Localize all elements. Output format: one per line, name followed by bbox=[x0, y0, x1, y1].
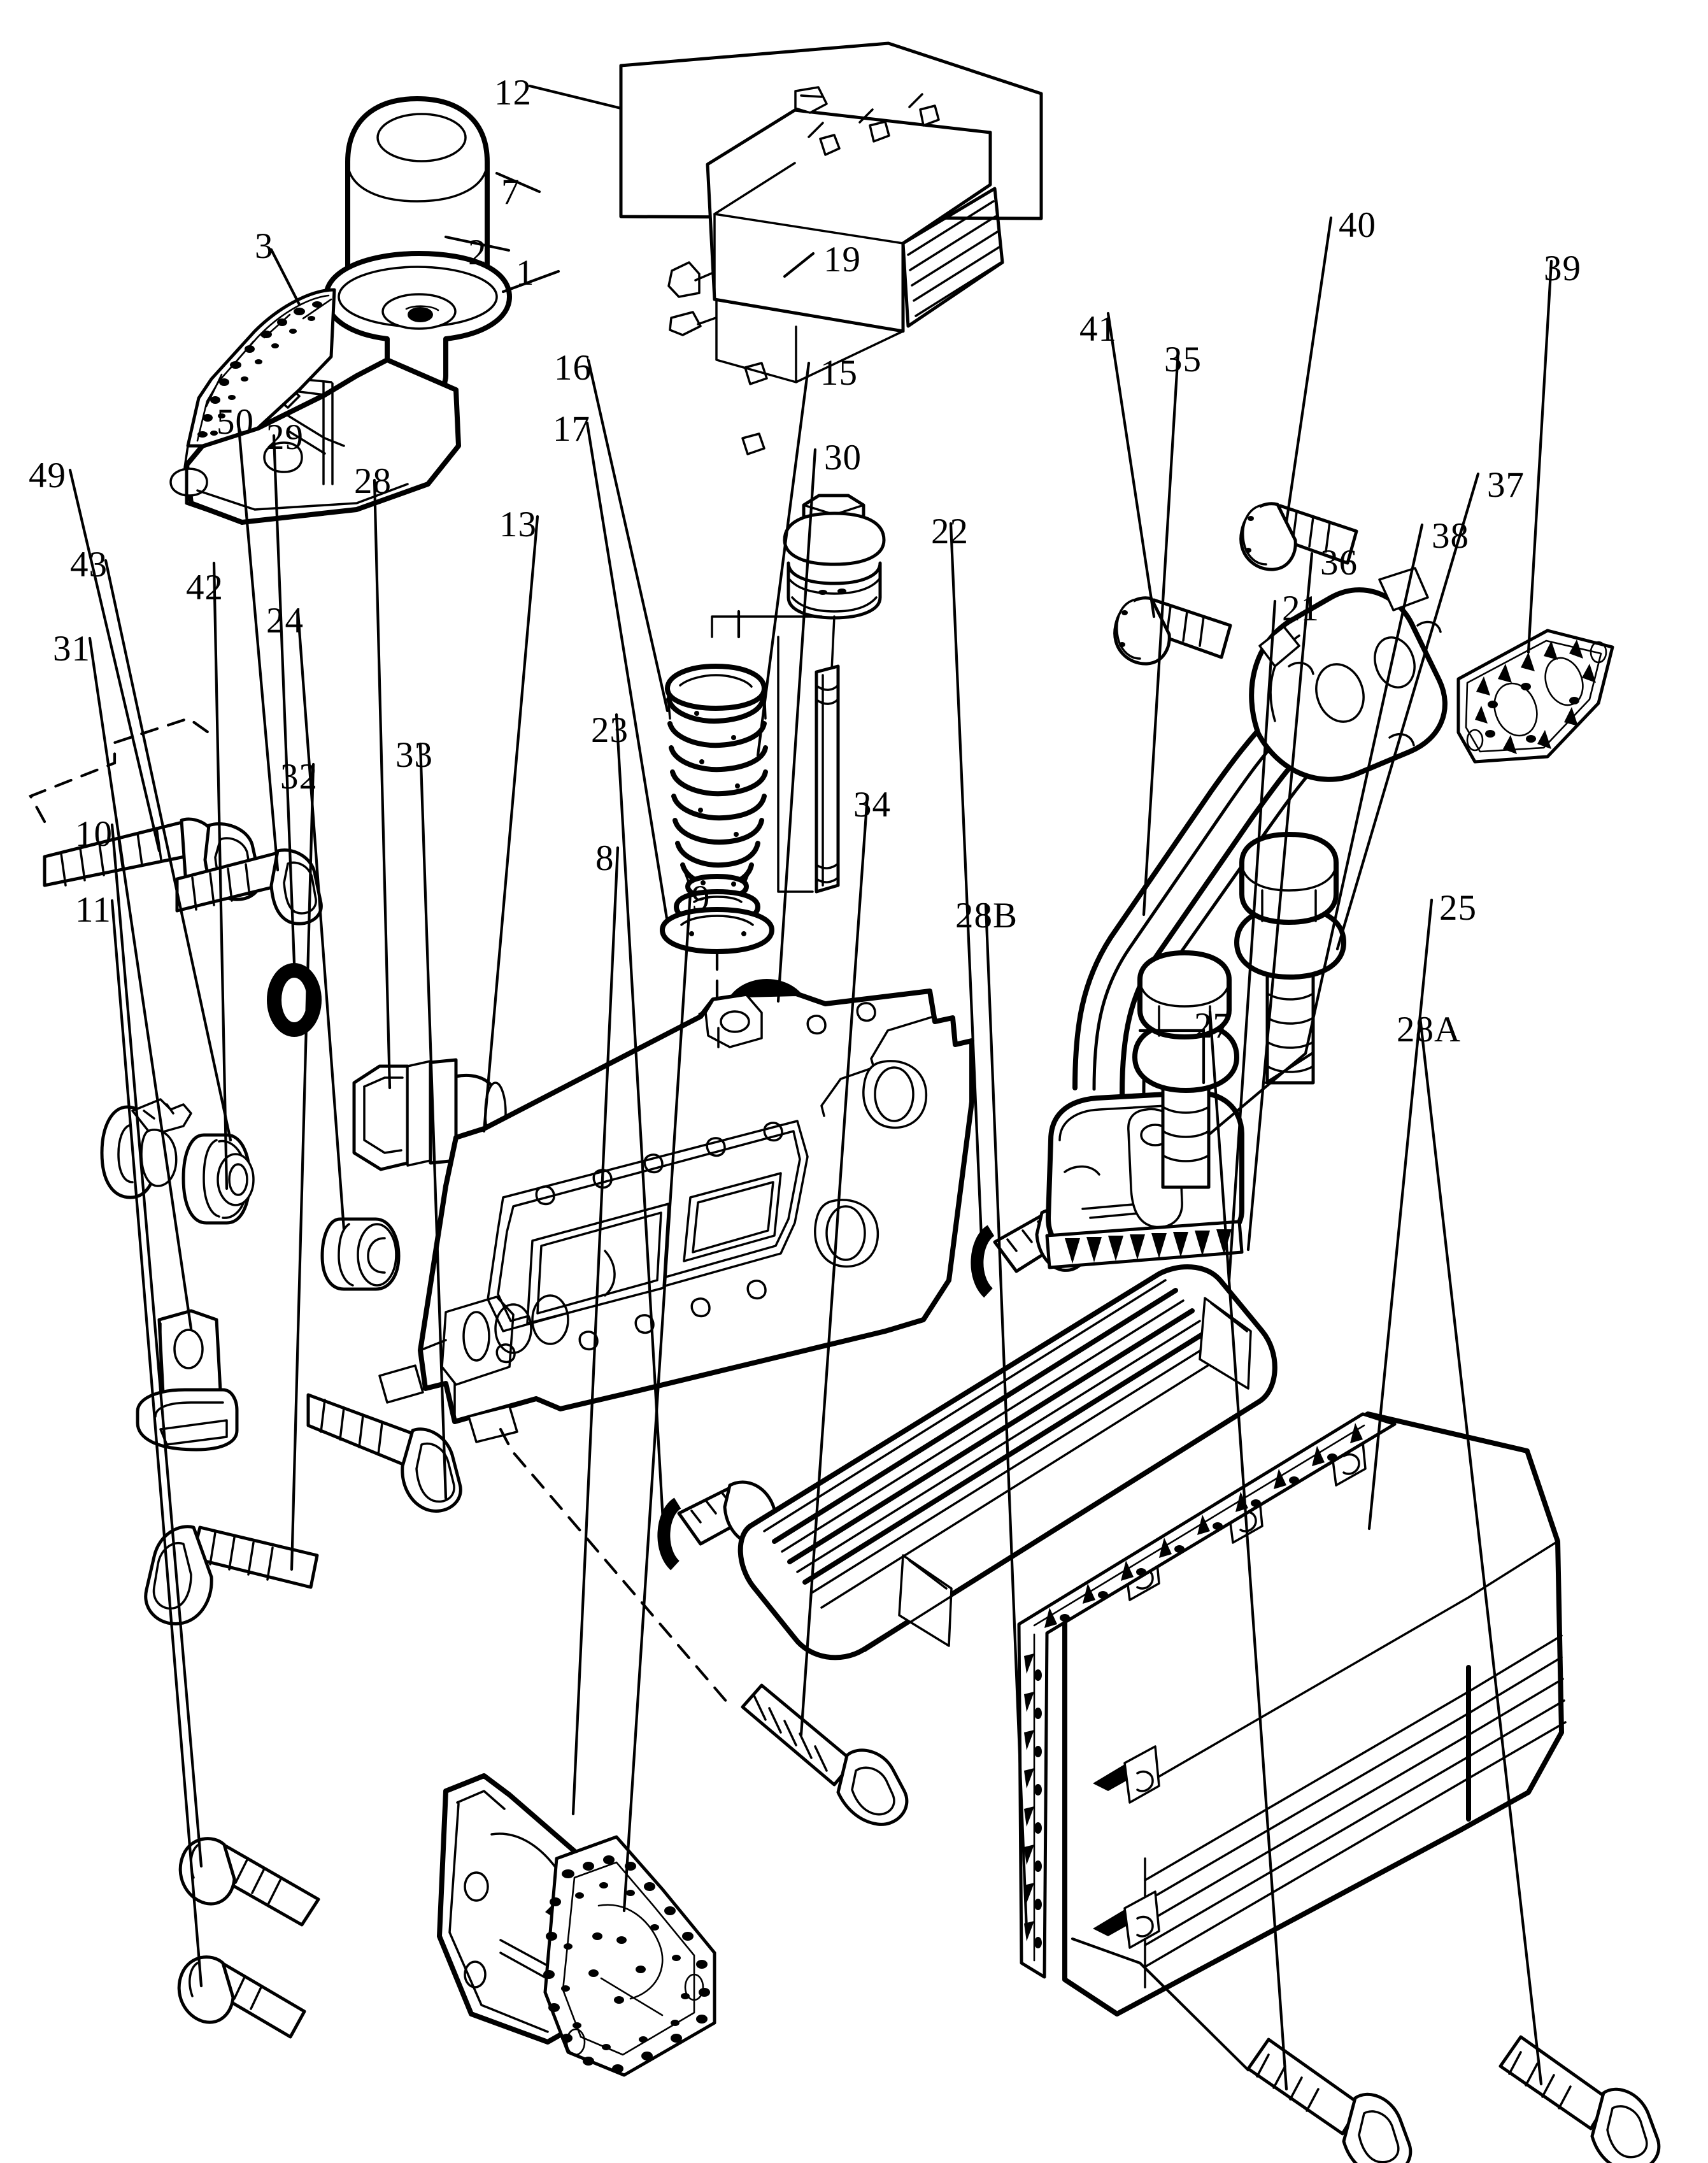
part-oil-cooler-cover bbox=[1062, 1411, 1567, 2017]
callout-12: 12 bbox=[494, 73, 532, 113]
callout-50: 50 bbox=[217, 402, 254, 442]
callout-28B: 28B bbox=[955, 896, 1018, 936]
part-core-o-ring-upper bbox=[971, 1225, 995, 1298]
part-filter-head-gasket bbox=[186, 288, 336, 448]
callout-21: 21 bbox=[1282, 589, 1320, 629]
callout-19: 19 bbox=[823, 239, 861, 280]
callout-3: 3 bbox=[255, 226, 274, 266]
callout-28: 28 bbox=[354, 461, 392, 501]
inset-box-12 bbox=[619, 41, 1043, 455]
part-hose-fitting bbox=[181, 1133, 255, 1225]
callout-31: 31 bbox=[53, 629, 90, 669]
part-bypass-valve-spring bbox=[665, 664, 768, 889]
callout-29: 29 bbox=[266, 417, 304, 457]
callout-8: 8 bbox=[595, 838, 615, 878]
callout-22: 22 bbox=[931, 511, 969, 552]
part-oil-cooler-housing bbox=[378, 989, 974, 1443]
callout-23: 23 bbox=[591, 710, 629, 750]
callout-49: 49 bbox=[29, 455, 66, 496]
part-pipe-head-screw-a bbox=[1239, 502, 1358, 571]
callout-28A: 28A bbox=[1397, 1010, 1462, 1050]
callout-30: 30 bbox=[824, 438, 862, 478]
assembly-line-gasket-bolt bbox=[1071, 1937, 1250, 2072]
part-core-o-ring-lower bbox=[657, 1497, 682, 1571]
assembly-line-head-bolt bbox=[29, 717, 212, 824]
callout-9: 9 bbox=[692, 878, 711, 918]
callout-2: 2 bbox=[468, 232, 487, 273]
inset-cooler-assembly bbox=[667, 86, 1004, 455]
bracket-rod-drop bbox=[777, 636, 814, 893]
callout-25: 25 bbox=[1439, 888, 1477, 928]
part-hose-clamp bbox=[100, 1098, 192, 1199]
callout-27: 27 bbox=[1194, 1006, 1232, 1046]
part-housing-bolt bbox=[741, 1683, 909, 1826]
callout-1: 1 bbox=[516, 253, 535, 293]
part-flange-bolt-short-b bbox=[177, 1955, 306, 2039]
stamped-marks bbox=[1093, 1428, 1367, 1949]
part-bypass-valve-plug bbox=[783, 494, 886, 620]
callout-43: 43 bbox=[70, 545, 108, 585]
callout-11: 11 bbox=[75, 890, 111, 930]
bracket-bypass-group bbox=[711, 615, 823, 638]
callout-17: 17 bbox=[553, 409, 590, 449]
part-flange-bolt-medium-b bbox=[306, 1393, 462, 1513]
callout-39: 39 bbox=[1544, 248, 1581, 289]
assembly-line-housing-bolt bbox=[499, 1427, 733, 1709]
part-cover-plate-gasket bbox=[543, 1835, 716, 2077]
callout-37: 37 bbox=[1487, 465, 1525, 505]
part-bypass-valve-piston bbox=[660, 874, 774, 954]
callout-13: 13 bbox=[499, 504, 537, 545]
callout-10: 10 bbox=[75, 814, 113, 854]
callout-34: 34 bbox=[853, 785, 891, 825]
part-cover-bolt-long-b bbox=[1498, 2035, 1661, 2163]
callout-16: 16 bbox=[554, 348, 592, 388]
part-flange-bolt-medium-a bbox=[144, 1525, 319, 1625]
callout-35: 35 bbox=[1164, 339, 1202, 380]
part-adapter-bushing bbox=[320, 1217, 401, 1291]
callout-33: 33 bbox=[395, 735, 433, 775]
part-pipe-head-screw-b bbox=[1113, 596, 1232, 666]
callout-40: 40 bbox=[1339, 205, 1376, 245]
part-pipe-flange-gasket bbox=[1045, 1220, 1244, 1269]
part-pipe-head-gasket bbox=[1456, 629, 1614, 764]
callout-38: 38 bbox=[1432, 516, 1469, 556]
leader-36-bracket bbox=[1138, 1029, 1206, 1085]
callout-41: 41 bbox=[1079, 309, 1117, 349]
part-pipe-flange-bolt-b bbox=[1132, 950, 1239, 1189]
callout-15: 15 bbox=[820, 353, 858, 393]
callout-32: 32 bbox=[280, 757, 318, 797]
callout-42: 42 bbox=[186, 568, 224, 608]
leader-lines bbox=[68, 84, 1553, 2091]
callout-24: 24 bbox=[266, 601, 304, 641]
callout-36: 36 bbox=[1320, 543, 1358, 583]
part-cover-bolt-long-a bbox=[1246, 2038, 1413, 2163]
part-sealing-washer bbox=[267, 963, 322, 1037]
part-pipe-flange-bolt-a bbox=[1234, 832, 1346, 1085]
callout-7: 7 bbox=[501, 172, 520, 212]
part-oil-filter-head bbox=[169, 251, 512, 525]
part-bypass-valve-rod bbox=[815, 615, 840, 894]
leader-38-branch bbox=[1264, 1052, 1314, 1085]
